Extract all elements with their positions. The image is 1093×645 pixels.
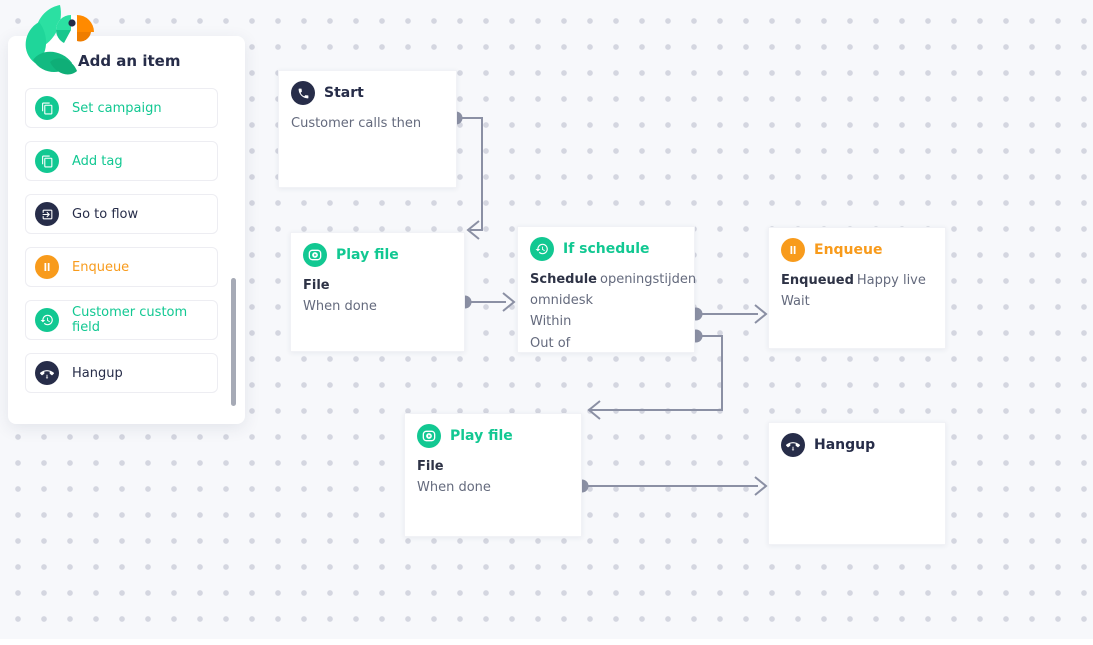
- arrowhead-right-icon: [754, 304, 768, 324]
- panel-title: Add an item: [78, 52, 181, 70]
- exit-icon: [35, 202, 59, 226]
- arrowhead-right-icon: [754, 476, 768, 496]
- node-output-when-done: When done: [303, 299, 377, 314]
- node-output-within: Within: [530, 314, 572, 329]
- arrowhead-left-icon: [466, 220, 480, 240]
- arrowhead-right-icon: [502, 292, 516, 312]
- hangup-icon: [35, 361, 59, 385]
- node-output-when-done: When done: [417, 480, 491, 495]
- hangup-icon: [781, 433, 805, 457]
- node-title: Hangup: [814, 437, 876, 453]
- parrot-logo-icon: [25, 5, 94, 75]
- sidebar-scrollbar[interactable]: [231, 278, 236, 406]
- history-icon: [35, 308, 59, 332]
- arrowhead-left-icon: [587, 400, 601, 420]
- node-title: Play file: [336, 247, 399, 263]
- copy-icon: [35, 96, 59, 120]
- node-body-line: Customer calls then: [291, 116, 422, 131]
- node-output-out-of: Out of: [530, 336, 571, 351]
- sidebar-item-enqueue[interactable]: Enqueue: [25, 247, 218, 287]
- play-file-icon: [417, 424, 441, 448]
- sidebar-item-label: Set campaign: [72, 100, 162, 116]
- bottom-scrollbar-track: [0, 639, 1093, 645]
- sidebar-item-add-tag[interactable]: Add tag: [25, 141, 218, 181]
- phone-icon: [291, 81, 315, 105]
- edge-start-playfile: [456, 117, 483, 231]
- node-title: If schedule: [563, 241, 650, 257]
- node-title: Play file: [450, 428, 513, 444]
- node-play-file-2[interactable]: Play file File When done: [404, 413, 582, 537]
- history-icon: [530, 237, 554, 261]
- pause-icon: [781, 238, 805, 262]
- node-start[interactable]: Start Customer calls then: [278, 70, 457, 188]
- sidebar-item-go-to-flow[interactable]: Go to flow: [25, 194, 218, 234]
- sidebar-item-label: Hangup: [72, 365, 123, 381]
- sidebar-item-customer-custom-field[interactable]: Customer custom field: [25, 300, 218, 340]
- node-hangup[interactable]: Hangup: [768, 422, 946, 545]
- sidebar-item-label: Enqueue: [72, 259, 130, 275]
- node-title: Enqueue: [814, 242, 883, 258]
- sidebar-item-label: Customer custom field: [72, 305, 188, 335]
- pause-icon: [35, 255, 59, 279]
- sidebar-item-set-campaign[interactable]: Set campaign: [25, 88, 218, 128]
- sidebar-item-label: Add tag: [72, 153, 123, 169]
- add-item-panel: Add an item Set campaign Add tag Go to f…: [8, 36, 245, 424]
- add-item-list: Set campaign Add tag Go to flow Enqueue: [25, 88, 218, 406]
- node-body-line: File: [417, 459, 444, 474]
- play-file-icon: [303, 243, 327, 267]
- node-play-file-1[interactable]: Play file File When done: [290, 232, 465, 352]
- node-body-line: File: [303, 278, 330, 293]
- node-title: Start: [324, 85, 364, 101]
- copy-icon: [35, 149, 59, 173]
- sidebar-item-label: Go to flow: [72, 206, 139, 222]
- sidebar-item-hangup[interactable]: Hangup: [25, 353, 218, 393]
